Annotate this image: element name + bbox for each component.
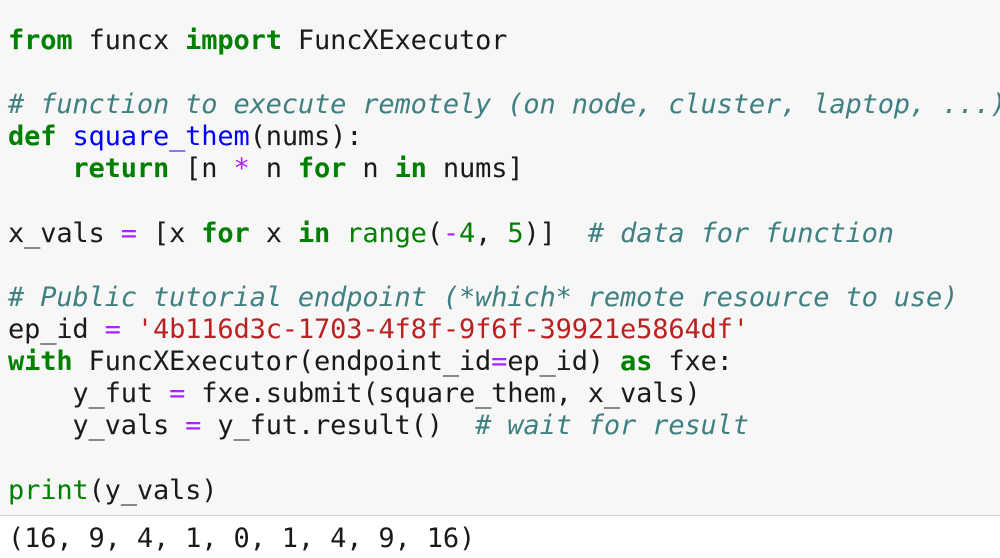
output-cell: (16, 9, 4, 1, 0, 1, 4, 9, 16) bbox=[0, 517, 1000, 558]
code-token: ep_id bbox=[8, 314, 105, 345]
code-line: x_vals = [x for x in range(-4, 5)] # dat… bbox=[8, 218, 894, 250]
code-token: from bbox=[8, 25, 73, 56]
code-token: range bbox=[346, 218, 427, 249]
code-line: # Public tutorial endpoint (*which* remo… bbox=[8, 282, 958, 314]
code-token: = bbox=[185, 410, 202, 441]
code-token: 4 bbox=[459, 218, 476, 249]
code-token: fxe.submit(square_them, x_vals) bbox=[185, 378, 701, 409]
code-token: for bbox=[297, 153, 347, 184]
code-token: '4b116d3c-1703-4f8f-9f6f-39921e5864df' bbox=[136, 314, 749, 345]
code-token bbox=[330, 218, 346, 249]
code-line: y_vals = y_fut.result() # wait for resul… bbox=[8, 410, 749, 442]
code-line: print(y_vals) bbox=[8, 475, 218, 507]
code-token: * bbox=[233, 153, 250, 184]
code-token: FuncXExecutor bbox=[281, 25, 508, 56]
code-token: print bbox=[8, 475, 89, 506]
code-token: return bbox=[72, 153, 170, 184]
code-token: # data for function bbox=[587, 218, 894, 249]
code-token: for bbox=[201, 218, 250, 249]
code-token: square_them bbox=[72, 121, 250, 152]
code-token: fxe: bbox=[652, 346, 733, 377]
code-token bbox=[121, 314, 137, 345]
code-token: , bbox=[475, 218, 508, 249]
code-line: # function to execute remotely (on node,… bbox=[8, 89, 1000, 121]
code-token: x_vals bbox=[8, 218, 121, 249]
code-token: ep_id) bbox=[507, 346, 621, 377]
code-token: = bbox=[491, 346, 508, 377]
code-token: n bbox=[249, 153, 298, 184]
code-token: # function to execute remotely (on node,… bbox=[8, 89, 1000, 120]
code-token: ( bbox=[426, 218, 443, 249]
code-token: (y_vals) bbox=[88, 475, 218, 506]
code-line: ep_id = '4b116d3c-1703-4f8f-9f6f-39921e5… bbox=[8, 314, 749, 346]
code-token: y_fut.result() bbox=[201, 410, 476, 441]
code-token: 5 bbox=[507, 218, 524, 249]
code-token: # wait for result bbox=[475, 410, 749, 441]
code-token: x bbox=[249, 218, 298, 249]
code-token: [x bbox=[136, 218, 202, 249]
code-token: = bbox=[104, 314, 121, 345]
code-token: in bbox=[394, 153, 427, 184]
code-line: y_fut = fxe.submit(square_them, x_vals) bbox=[8, 378, 701, 410]
code-token: )] bbox=[523, 218, 588, 249]
code-token: import bbox=[185, 25, 282, 56]
code-token: FuncXExecutor(endpoint_id bbox=[72, 346, 492, 377]
code-token: - bbox=[442, 218, 460, 249]
code-token bbox=[56, 121, 72, 152]
code-token: with bbox=[8, 346, 73, 377]
code-line: from funcx import FuncXExecutor bbox=[8, 25, 507, 57]
code-token: y_fut bbox=[8, 378, 170, 409]
code-line: def square_them(nums): bbox=[8, 121, 363, 153]
code-line: return [n * n for n in nums] bbox=[8, 153, 523, 185]
code-token bbox=[8, 153, 72, 184]
code-token: def bbox=[8, 121, 57, 152]
output-text: (16, 9, 4, 1, 0, 1, 4, 9, 16) bbox=[8, 523, 476, 554]
code-line: with FuncXExecutor(endpoint_id=ep_id) as… bbox=[8, 346, 733, 378]
code-token: = bbox=[169, 378, 186, 409]
code-token: = bbox=[120, 218, 137, 249]
code-token: [n bbox=[169, 153, 234, 184]
code-token: n bbox=[346, 153, 395, 184]
code-token: nums] bbox=[426, 153, 524, 184]
code-token: as bbox=[620, 346, 653, 377]
code-input-cell[interactable]: from funcx import FuncXExecutor # functio… bbox=[0, 0, 1000, 516]
code-token: in bbox=[297, 218, 331, 249]
code-token: funcx bbox=[72, 25, 186, 56]
code-token: (nums): bbox=[249, 121, 363, 152]
code-token: y_vals bbox=[8, 410, 186, 441]
code-token: # Public tutorial endpoint (*which* remo… bbox=[8, 282, 959, 313]
